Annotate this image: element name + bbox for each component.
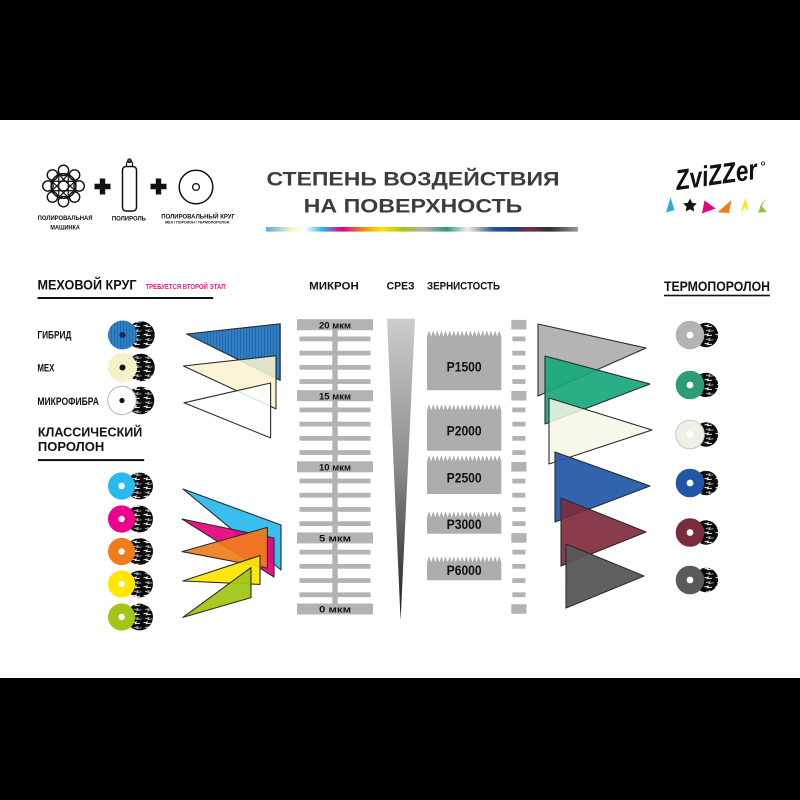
- svg-text:МИКРОН: МИКРОН: [309, 281, 359, 293]
- svg-text:НА ПОВЕРХНОСТЬ: НА ПОВЕРХНОСТЬ: [304, 195, 523, 217]
- svg-text:ГИБРИД: ГИБРИД: [37, 330, 71, 342]
- svg-text:ПОЛИРОЛЬ: ПОЛИРОЛЬ: [112, 215, 146, 222]
- svg-text:5 мкм: 5 мкм: [319, 534, 351, 545]
- svg-text:P1500: P1500: [447, 360, 482, 375]
- svg-text:P3000: P3000: [447, 517, 482, 532]
- svg-text:15 мкм: 15 мкм: [319, 391, 351, 402]
- svg-text:10 мкм: 10 мкм: [319, 462, 351, 473]
- svg-text:ZviZZer: ZviZZer: [673, 154, 761, 197]
- svg-text:МЕХ: МЕХ: [37, 362, 54, 374]
- svg-text:P2500: P2500: [447, 471, 482, 486]
- svg-text:СТЕПЕНЬ ВОЗДЕЙСТВИЯ: СТЕПЕНЬ ВОЗДЕЙСТВИЯ: [267, 167, 560, 191]
- svg-text:0 мкм: 0 мкм: [319, 605, 351, 616]
- svg-text:КЛАССИЧЕСКИЙ: КЛАССИЧЕСКИЙ: [38, 425, 142, 440]
- svg-text:ПОРОЛОН: ПОРОЛОН: [38, 439, 104, 454]
- svg-text:ТЕРМОПОРОЛОН: ТЕРМОПОРОЛОН: [664, 279, 770, 294]
- svg-text:P6000: P6000: [447, 563, 482, 578]
- svg-text:СРЕЗ: СРЕЗ: [387, 281, 415, 293]
- svg-text:МЕХ / ПОРОЛОН / ТЕРМОПОРОЛОН: МЕХ / ПОРОЛОН / ТЕРМОПОРОЛОН: [165, 220, 229, 225]
- svg-text:ЗЕРНИСТОСТЬ: ЗЕРНИСТОСТЬ: [427, 281, 500, 293]
- svg-text:ПОЛИРОВАЛЬНЫЙ КРУГ: ПОЛИРОВАЛЬНЫЙ КРУГ: [161, 212, 235, 221]
- svg-text:20 мкм: 20 мкм: [319, 320, 351, 331]
- svg-text:МАШИНКА: МАШИНКА: [50, 224, 80, 231]
- svg-text:МИКРОФИБРА: МИКРОФИБРА: [37, 396, 99, 408]
- svg-text:ПОЛИРОВАЛЬНАЯ: ПОЛИРОВАЛЬНАЯ: [38, 215, 93, 222]
- svg-text:МЕХОВОЙ КРУГ: МЕХОВОЙ КРУГ: [38, 277, 137, 292]
- svg-text:ТРЕБУЕТСЯ ВТОРОЙ ЭТАП: ТРЕБУЕТСЯ ВТОРОЙ ЭТАП: [146, 282, 226, 291]
- svg-text:P2000: P2000: [447, 424, 482, 439]
